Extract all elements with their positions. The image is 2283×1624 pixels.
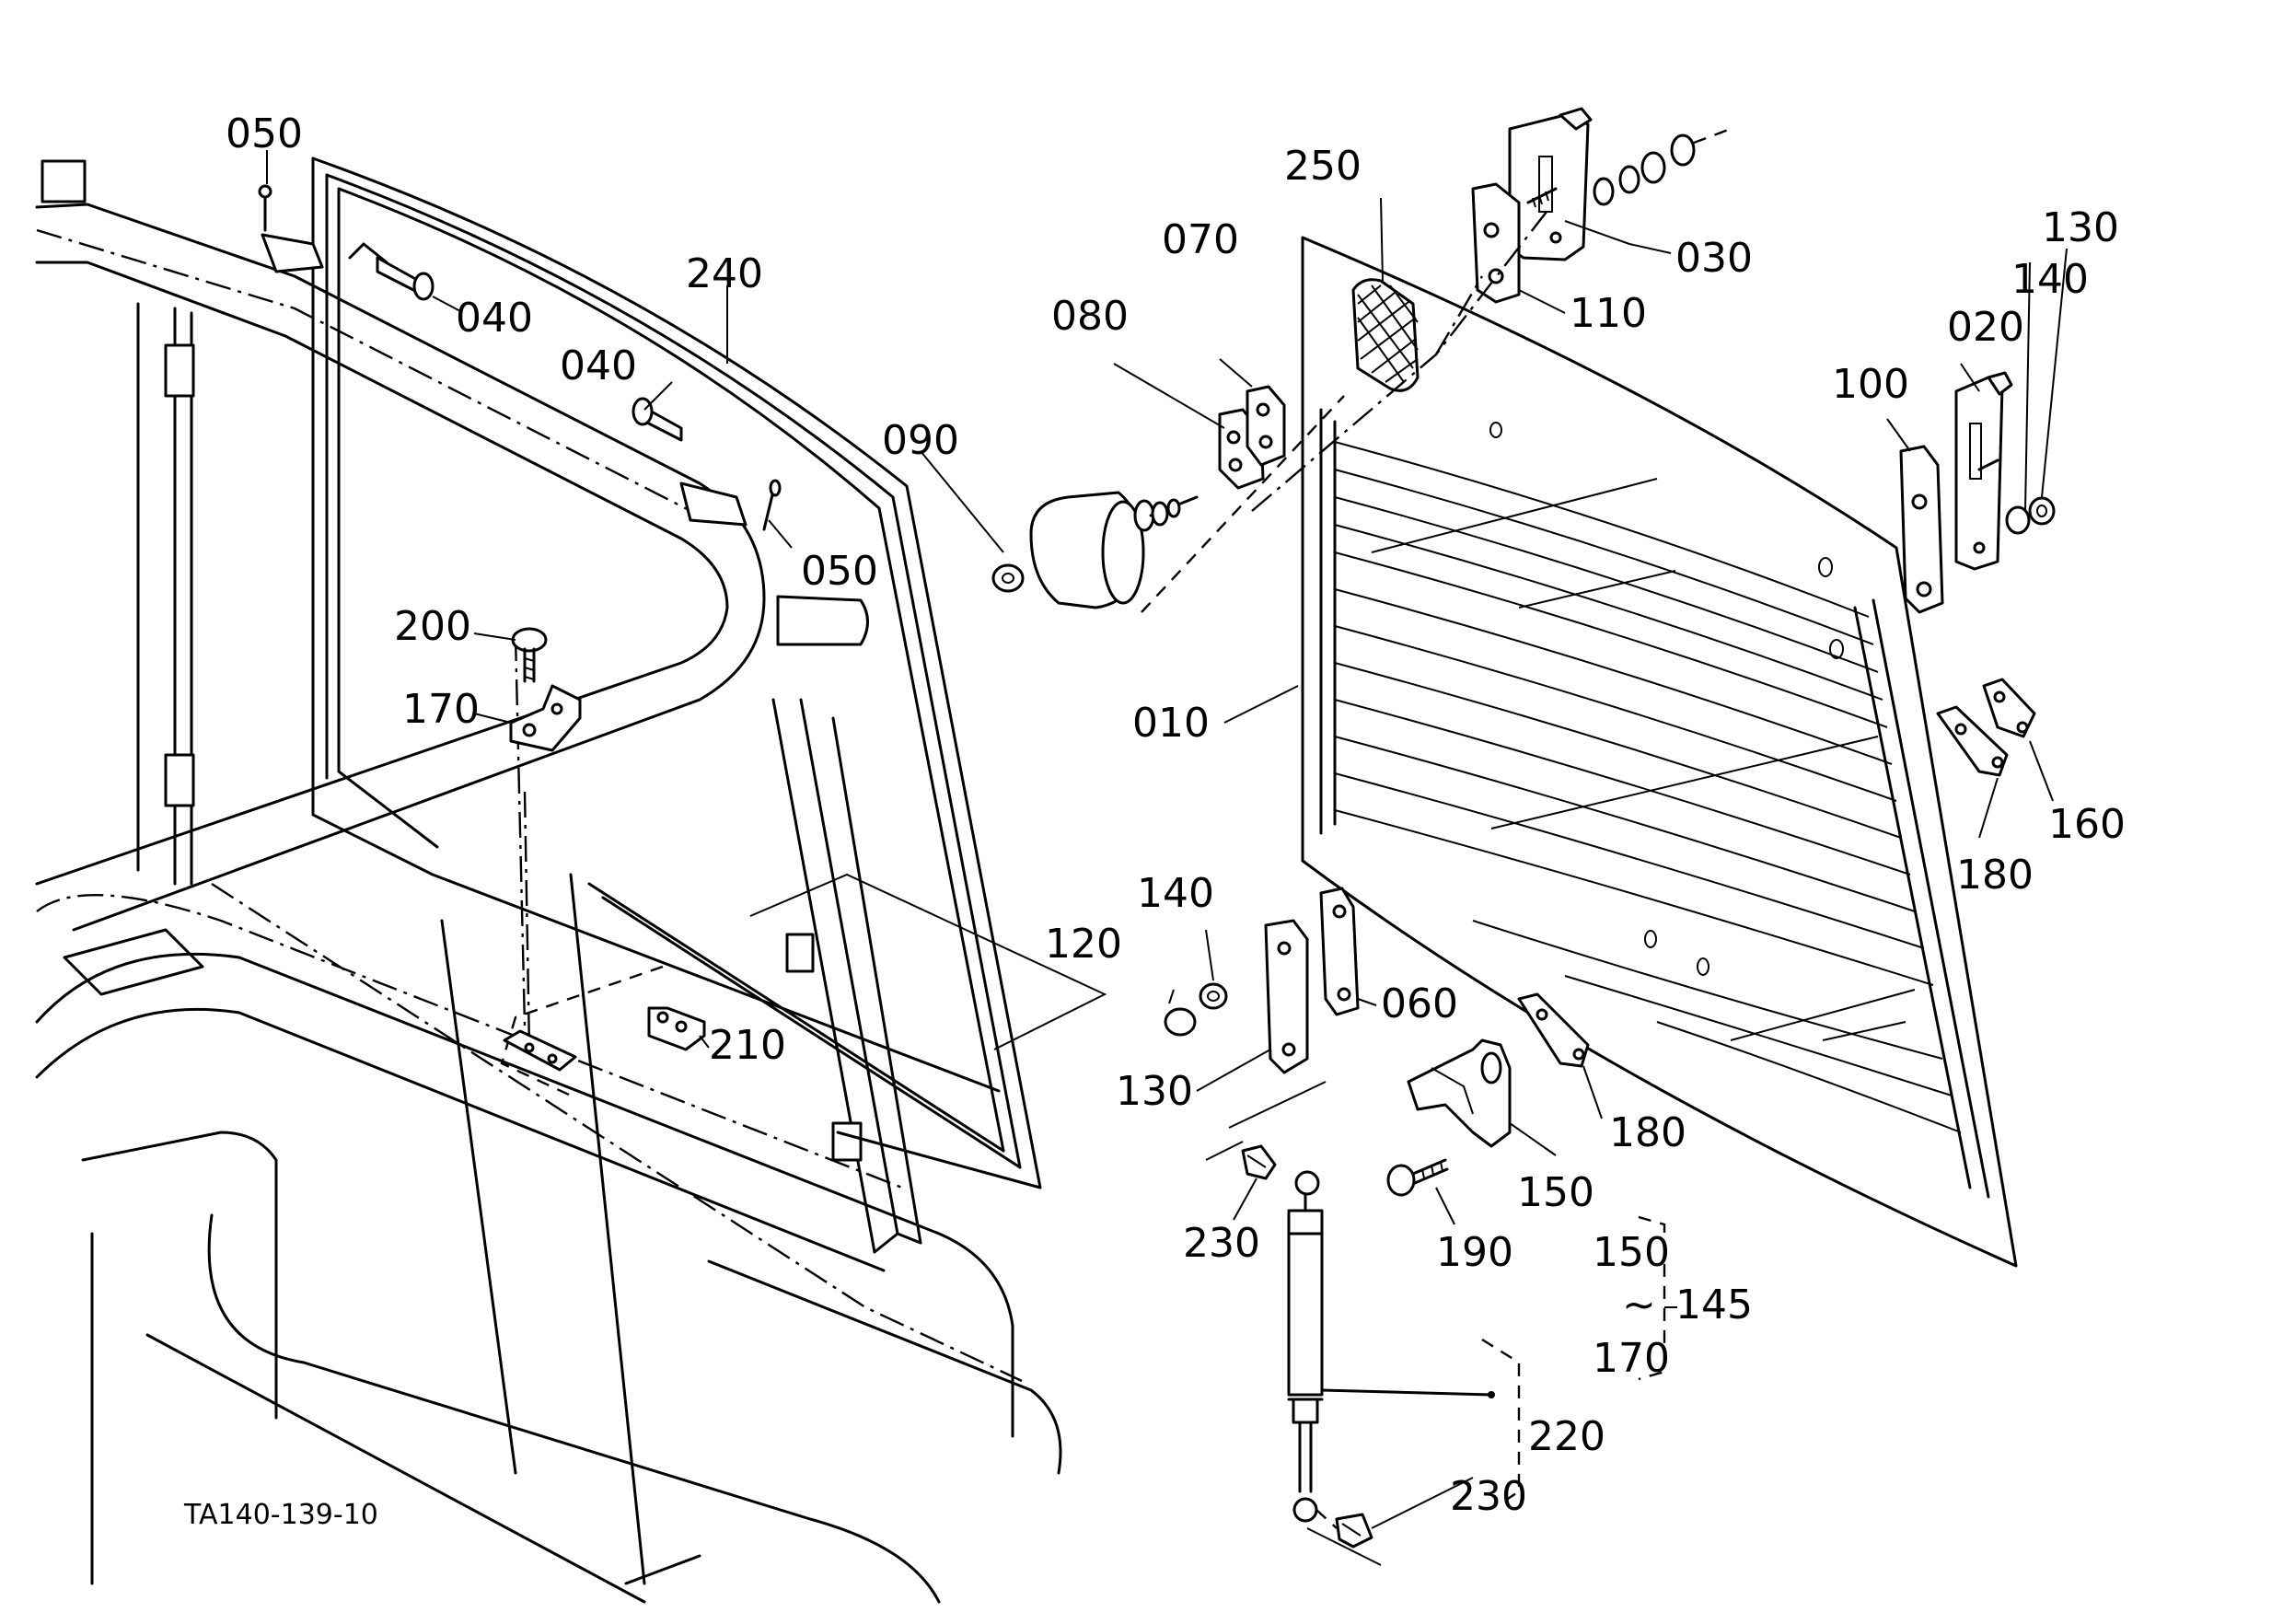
wiper-motor	[991, 385, 1286, 609]
frame-handle	[776, 595, 869, 646]
ball-stud-230-upper	[1241, 1144, 1277, 1180]
callout-010: 010	[1132, 700, 1210, 747]
callout-170: 170	[402, 686, 480, 733]
ball-stud-230-lower	[1315, 1509, 1373, 1549]
roof-beacon	[41, 159, 87, 203]
plate-180-upper	[1936, 705, 2009, 777]
group-bracket-145	[1638, 1215, 1666, 1381]
leader-lines	[266, 150, 2068, 1529]
cab-frame	[35, 159, 1107, 1604]
callout-180: 180	[1956, 852, 2034, 899]
callout-090: 090	[882, 417, 959, 464]
callout-170: 170	[1593, 1335, 1670, 1382]
callout-150: 150	[1593, 1229, 1670, 1276]
callout-040: 040	[456, 295, 533, 342]
bracket-170	[509, 684, 582, 752]
group-bracket-220	[1481, 1338, 1521, 1502]
callout-130: 120	[1045, 921, 1122, 968]
hinge-lower	[164, 753, 195, 807]
nut-washer-left	[1164, 982, 1228, 1037]
callout-labels: 050 040 240 040 050 200 170 210 090 080 …	[183, 110, 2126, 1531]
hinge-upper	[164, 343, 195, 398]
callout-050: 050	[226, 110, 303, 157]
callout-060: 060	[1381, 980, 1458, 1027]
hinge-pin-lower	[632, 397, 782, 531]
hinge-pin-upper	[258, 184, 435, 301]
callout-180: 180	[1609, 1109, 1686, 1156]
callout-230: 230	[1183, 1220, 1260, 1267]
callout-070: 070	[1162, 216, 1239, 263]
striker-plate	[503, 1029, 577, 1072]
callout-030: 030	[1675, 235, 1753, 282]
rear-window-010	[1301, 236, 2018, 1268]
callout-110: 110	[1570, 290, 1647, 337]
callout-160: 160	[2048, 801, 2126, 848]
stud-and-washers	[1526, 127, 1732, 208]
door-frame-240	[311, 157, 1042, 1189]
callout-130: 130	[2042, 204, 2119, 251]
hinge-bracket-120	[1264, 919, 1309, 1074]
callout-120: 130	[1116, 1068, 1193, 1115]
plate-110	[1471, 182, 1521, 304]
nut-washer-right	[1977, 458, 2056, 535]
callout-220: 220	[1528, 1413, 1605, 1460]
callout-145: 145	[1675, 1282, 1753, 1328]
rail-roller	[831, 1121, 863, 1162]
latch-holder	[785, 933, 815, 973]
callout-040: 040	[560, 342, 637, 389]
latch-150	[1407, 1038, 1512, 1148]
callout-020: 020	[1947, 304, 2024, 351]
plate-100	[1899, 445, 1944, 614]
callout-250: 250	[1284, 143, 1362, 190]
callout-140: 140	[2011, 256, 2089, 303]
hinge-bracket-030	[1508, 107, 1593, 261]
screw-190	[1386, 1158, 1449, 1197]
callout-080: 080	[1051, 293, 1129, 340]
plate-180-lower	[1517, 992, 1590, 1068]
callout-150: 150	[1517, 1169, 1594, 1216]
callout-100: 100	[1832, 361, 1909, 408]
callout-140: 140	[1137, 870, 1214, 917]
callout-190: 190	[1436, 1229, 1513, 1276]
bolt-200	[511, 627, 548, 683]
range-tilde: ~	[1622, 1282, 1656, 1328]
callout-230: 230	[1450, 1473, 1527, 1520]
callout-050: 050	[801, 548, 878, 595]
sticker-250	[1351, 278, 1420, 392]
plate-160	[1982, 678, 2036, 738]
figure-id: TA140-139-10	[183, 1499, 378, 1531]
plate-060	[1319, 887, 1360, 1016]
callout-240: 240	[686, 250, 763, 297]
callout-210: 210	[709, 1022, 786, 1069]
callout-200: 200	[394, 603, 471, 650]
gas-strut-220	[1287, 1170, 1495, 1523]
floor-plate-210	[647, 1006, 706, 1051]
hinge-bracket-020	[1954, 371, 2013, 571]
